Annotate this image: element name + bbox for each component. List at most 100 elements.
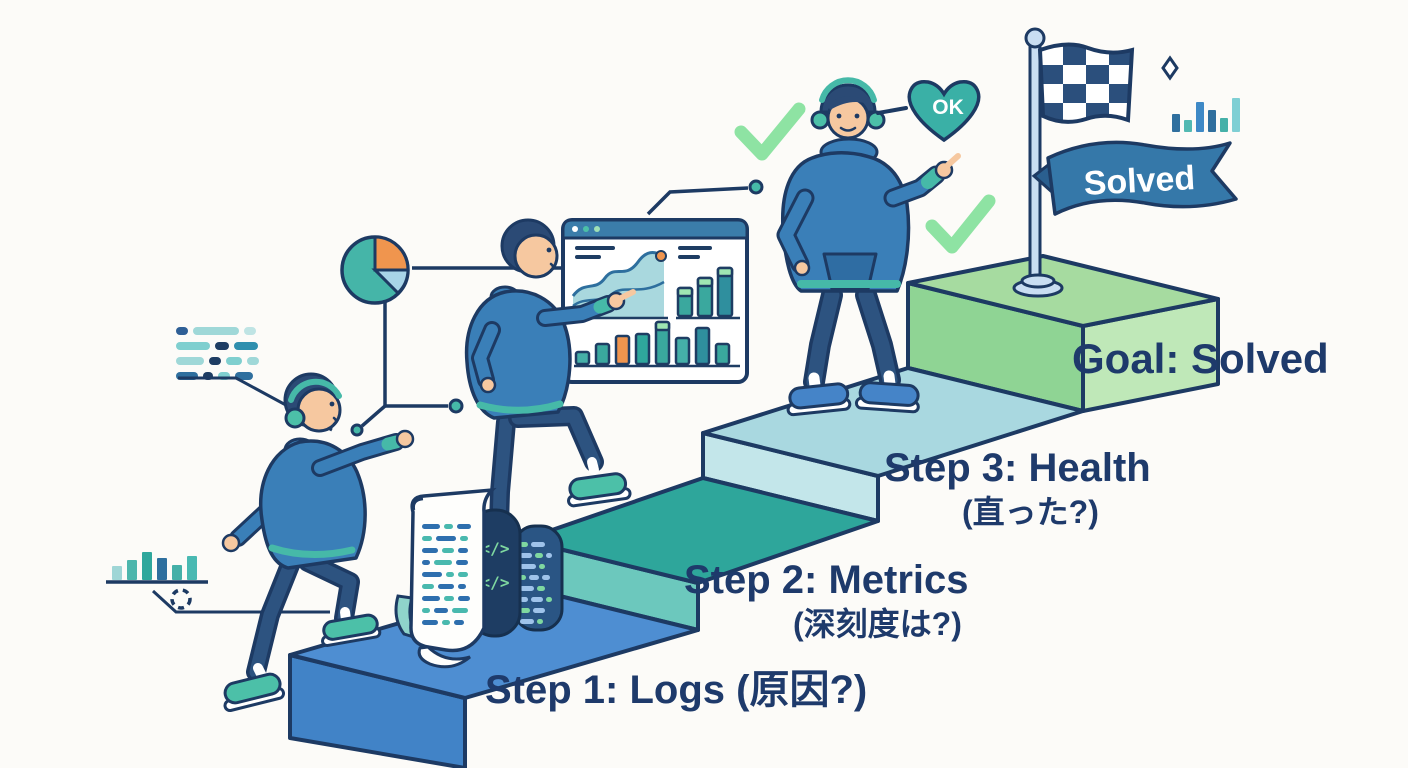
- person-1-shoe: [223, 672, 286, 713]
- bar: [714, 342, 731, 366]
- dash: [531, 597, 543, 602]
- headphone-cup: [866, 110, 886, 130]
- connector-lines-left: [350, 300, 464, 437]
- headphone-cup: [810, 110, 830, 130]
- dash: [247, 357, 259, 365]
- dash: [520, 597, 528, 602]
- bar: [112, 566, 122, 580]
- heart-connector-dash: [876, 106, 908, 115]
- dash: [215, 342, 229, 350]
- pie-slice-lightblue: [371, 268, 410, 296]
- dash: [422, 572, 442, 577]
- bar: [1220, 118, 1228, 132]
- bar: [157, 558, 167, 580]
- dash: [422, 524, 440, 529]
- dash: [537, 586, 545, 591]
- code-panel-dashes: [520, 542, 552, 624]
- headphone-cup: [284, 407, 306, 429]
- heart-ok-icon: OK: [907, 79, 981, 143]
- bar: [1196, 102, 1204, 132]
- headphones-icon: [819, 77, 877, 103]
- goal-platform-top: [906, 254, 1220, 328]
- dash: [458, 596, 470, 601]
- headphones-icon: [288, 378, 342, 403]
- person-1: [221, 372, 415, 713]
- dash: [244, 327, 256, 335]
- step2-label: Step 2: Metrics: [684, 558, 969, 602]
- dash: [535, 553, 543, 558]
- step3-sublabel: (直った?): [962, 494, 1099, 530]
- scroll-log-lines: [422, 524, 471, 625]
- flag-pole: [1028, 42, 1042, 292]
- bar: [654, 320, 671, 332]
- person-3-shoe: [786, 382, 852, 417]
- dash: [176, 357, 204, 365]
- bar: [187, 556, 197, 580]
- dashboard-text-line: [575, 255, 601, 259]
- dash: [422, 608, 430, 613]
- dash: [422, 584, 434, 589]
- dash: [537, 619, 543, 624]
- code-glyph: </>: [481, 573, 510, 592]
- dash: [520, 586, 534, 591]
- dash: [546, 553, 552, 558]
- dash: [226, 357, 242, 365]
- bar: [1172, 114, 1180, 132]
- pie-slice-orange: [373, 235, 410, 272]
- bar: [142, 552, 152, 580]
- bar: [634, 332, 651, 366]
- bar: [1232, 98, 1240, 132]
- dash: [460, 536, 468, 541]
- dashboard-text-line: [678, 255, 700, 259]
- code-scroll-icon: </> </>: [394, 487, 564, 669]
- dash: [446, 572, 454, 577]
- bar: [674, 336, 691, 366]
- dash: [529, 575, 539, 580]
- connector-dot: [350, 423, 364, 437]
- dash: [457, 524, 471, 529]
- dashboard-titlebar: [561, 218, 749, 240]
- dash: [454, 620, 464, 625]
- dash: [520, 542, 528, 547]
- step1-label: Step 1: Logs (原因?): [485, 668, 868, 712]
- dash: [456, 560, 468, 565]
- checkered-flag-icon: [1040, 44, 1132, 122]
- dash: [422, 620, 438, 625]
- bar: [1208, 110, 1216, 132]
- bar: [696, 276, 714, 288]
- dash: [458, 584, 466, 589]
- dash: [436, 536, 456, 541]
- bar: [676, 286, 694, 298]
- sparkle-icon: [1161, 55, 1179, 81]
- dash: [176, 327, 188, 335]
- dashboard-side-bars: [676, 266, 734, 318]
- window-dot: [594, 226, 600, 232]
- checkered-flag-outline: [1037, 42, 1135, 124]
- person-3: [776, 77, 961, 417]
- dash: [444, 524, 453, 529]
- dash: [434, 560, 452, 565]
- banner-text: Solved: [1083, 159, 1196, 203]
- log-lines-icon: [176, 327, 259, 380]
- heart-text: OK: [932, 96, 964, 119]
- flag-banner-ribbon: [1046, 140, 1238, 216]
- bar: [172, 565, 182, 580]
- scroll-bottom-curl: [417, 645, 471, 669]
- dash: [531, 542, 545, 547]
- dash: [209, 357, 221, 365]
- person-2-face: [513, 233, 559, 279]
- dash: [422, 560, 430, 565]
- step2-sublabel: (深刻度は?): [793, 606, 962, 642]
- area-chart-peak-dot: [655, 250, 667, 262]
- person-1-shoe: [321, 613, 382, 648]
- person-1-hand: [395, 429, 415, 449]
- dash: [422, 548, 438, 553]
- dashboard-text-line: [575, 246, 615, 250]
- step3-label: Step 3: Health: [884, 446, 1151, 490]
- dashboard-text-line: [678, 246, 712, 250]
- bar: [1184, 120, 1192, 132]
- goal-flag: Solved: [1012, 27, 1238, 298]
- person-2-shoe: [567, 472, 632, 508]
- flag-bar-chart-icon: [1172, 98, 1240, 132]
